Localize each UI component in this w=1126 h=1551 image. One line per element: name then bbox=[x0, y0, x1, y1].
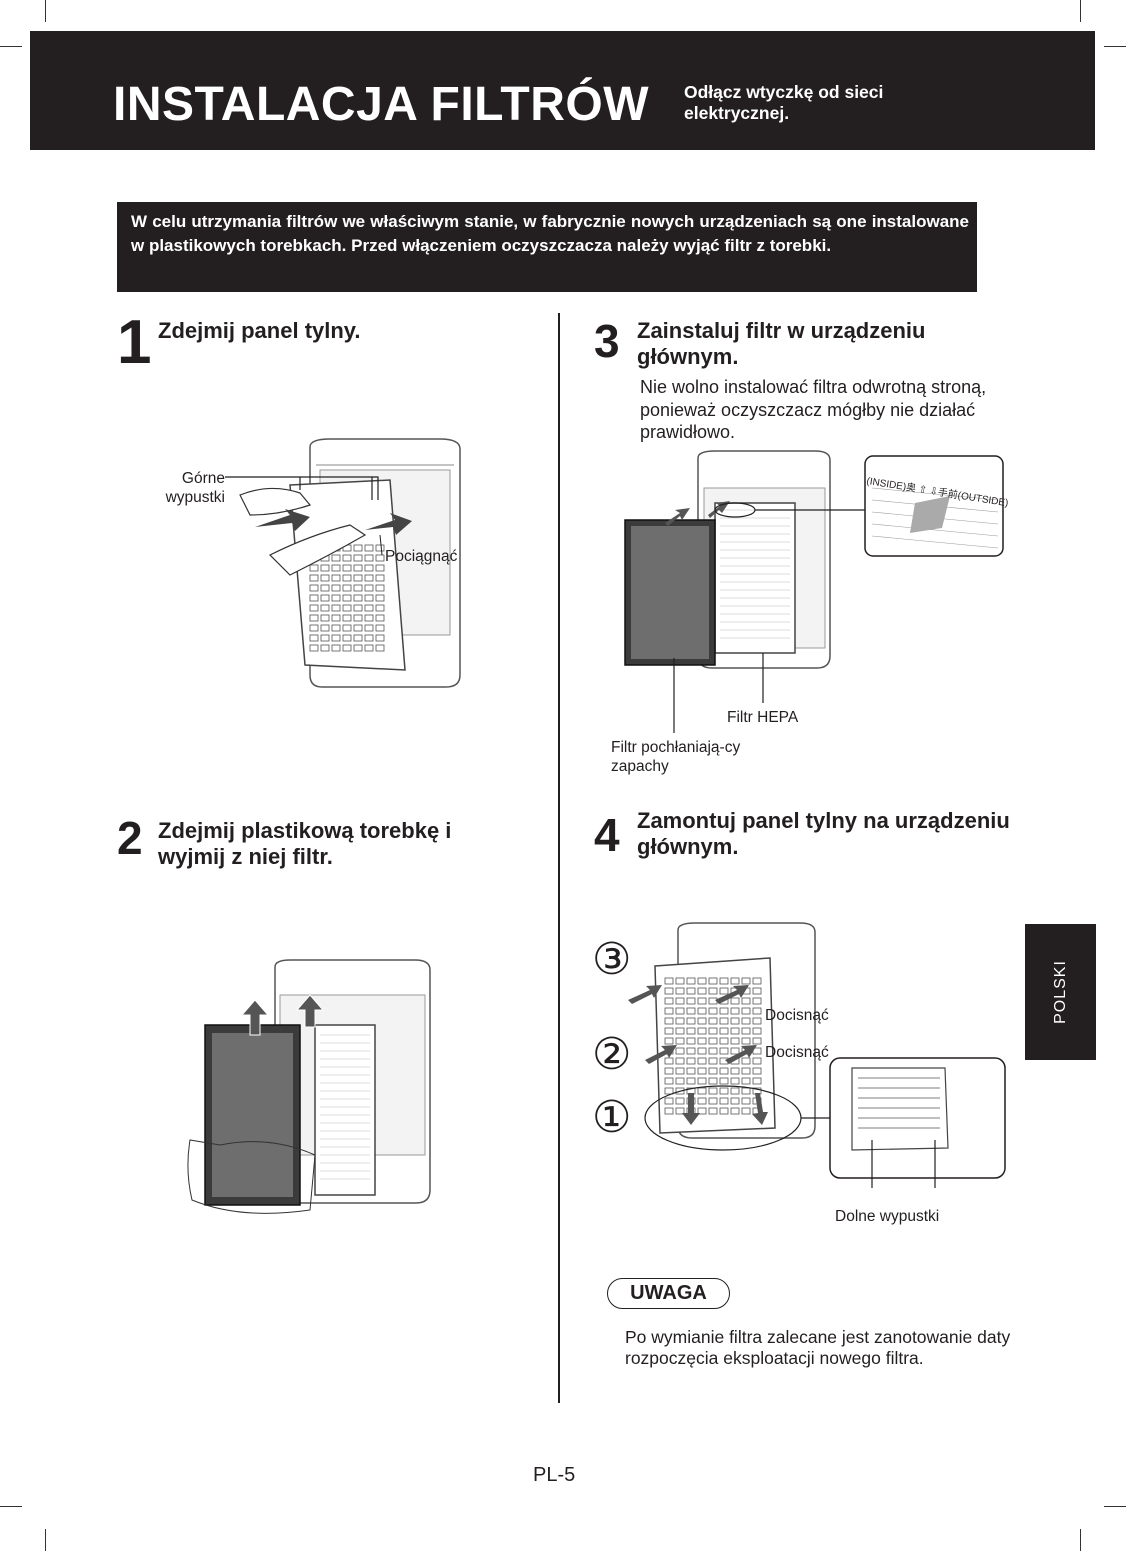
notice-text: Po wymianie filtra zalecane jest zanotow… bbox=[625, 1327, 1011, 1368]
header-bar bbox=[30, 31, 1095, 150]
language-tab-label-wrap: POLSKI bbox=[1025, 924, 1096, 1060]
step-3-illustration bbox=[624, 450, 1004, 733]
press-label-1: Docisnąć bbox=[765, 1007, 829, 1024]
step-2-number: 2 bbox=[117, 812, 143, 864]
step-1-number: 1 bbox=[117, 308, 152, 377]
pull-label: Pociągnąć bbox=[385, 548, 458, 565]
press-label-2: Docisnąć bbox=[765, 1044, 829, 1061]
header-subtitle: Odłącz wtyczkę od sieci elektrycznej. bbox=[684, 82, 884, 123]
hepa-label: Filtr HEPA bbox=[727, 709, 799, 726]
step-3-title: Zainstaluj filtr w urządzeniu głównym. bbox=[637, 318, 926, 369]
lower-tabs-label: Dolne wypustki bbox=[835, 1208, 940, 1225]
page-title: INSTALACJA FILTRÓW bbox=[113, 78, 650, 131]
crop-mark bbox=[45, 0, 46, 22]
circle-1-label: ① bbox=[592, 1093, 632, 1142]
crop-mark bbox=[45, 1529, 46, 1551]
intro-text: W celu utrzymania filtrów we właściwym s… bbox=[131, 212, 969, 255]
crop-mark bbox=[1104, 1506, 1126, 1507]
crop-mark bbox=[0, 46, 22, 47]
step-4-illustration bbox=[628, 922, 1006, 1188]
odor-filter-label: Filtr pochłaniają-cy zapachy bbox=[611, 739, 741, 775]
circle-3-label: ③ bbox=[592, 935, 632, 984]
crop-mark bbox=[1080, 1529, 1081, 1551]
notice-title: UWAGA bbox=[607, 1278, 730, 1309]
step-2-title: Zdejmij plastikową torebkę i wyjmij z ni… bbox=[158, 818, 452, 869]
step-3-note: Nie wolno instalować filtra odwrotną str… bbox=[640, 377, 987, 442]
step-2-illustration bbox=[187, 959, 431, 1214]
crop-mark bbox=[1104, 46, 1126, 47]
column-divider bbox=[558, 313, 560, 1403]
crop-mark bbox=[1080, 0, 1081, 22]
step-1-illustration bbox=[225, 438, 461, 688]
upper-tabs-label: Górne wypustki bbox=[165, 470, 225, 506]
language-tab-label: POLSKI bbox=[1051, 960, 1069, 1024]
language-tab bbox=[1025, 924, 1096, 1060]
step-4-number: 4 bbox=[594, 809, 620, 861]
step-1-title: Zdejmij panel tylny. bbox=[158, 318, 361, 343]
step-3-number: 3 bbox=[594, 315, 620, 367]
crop-mark bbox=[0, 1506, 22, 1507]
intro-box bbox=[117, 202, 977, 292]
page-number: PL-5 bbox=[533, 1464, 576, 1486]
circle-2-label: ② bbox=[592, 1030, 632, 1079]
step-4-title: Zamontuj panel tylny na urządzeniu główn… bbox=[637, 808, 1010, 859]
